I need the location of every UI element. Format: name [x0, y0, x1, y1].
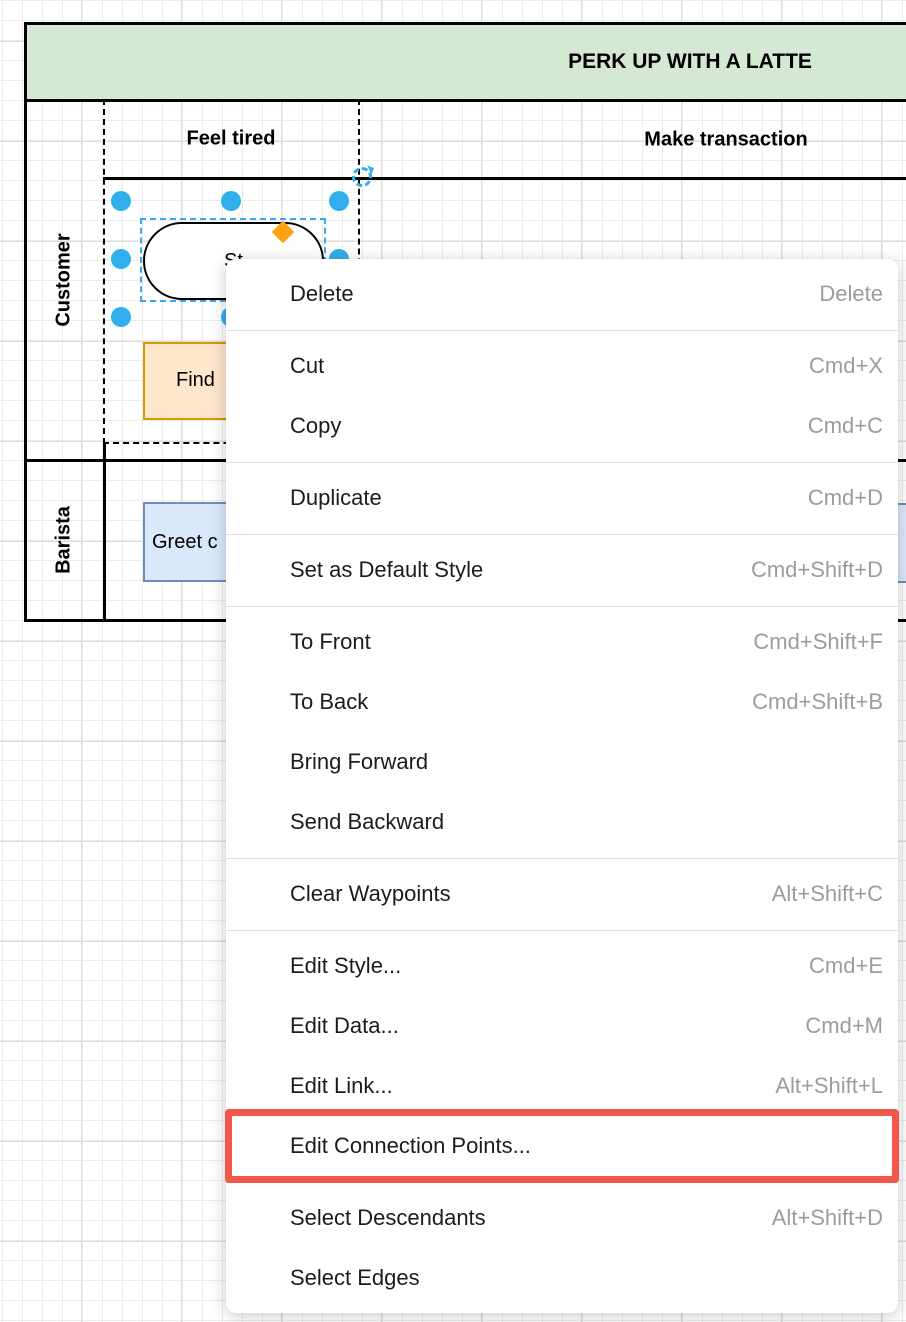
rotate-handle-icon[interactable] [352, 167, 372, 187]
resize-handle-dot[interactable] [111, 307, 131, 327]
menu-item-shortcut: Alt+Shift+D [771, 1205, 883, 1230]
menu-separator [226, 924, 898, 936]
menu-item-label: Select Descendants [290, 1205, 486, 1230]
greet-shape-label: Greet c [152, 531, 218, 553]
menu-item-shortcut: Cmd+X [809, 353, 883, 378]
menu-item-to-back[interactable]: To Back Cmd+Shift+B [226, 672, 898, 732]
menu-item-cut[interactable]: Cut Cmd+X [226, 336, 898, 396]
pool-left-border [24, 22, 27, 622]
menu-item-label: Send Backward [290, 809, 445, 834]
menu-separator-line [226, 929, 898, 931]
menu-item-select-descendants[interactable]: Select Descendants Alt+Shift+D [226, 1188, 898, 1248]
resize-handle-dot[interactable] [221, 191, 241, 211]
menu-separator [226, 600, 898, 612]
lane-header-divider [103, 444, 106, 622]
resize-handle-dot[interactable] [111, 249, 131, 269]
menu-item-shortcut: Cmd+Shift+F [753, 629, 883, 654]
menu-separator [226, 852, 898, 864]
menu-item-set-as-default-style[interactable]: Set as Default Style Cmd+Shift+D [226, 540, 898, 600]
menu-item-bring-forward[interactable]: Bring Forward [226, 732, 898, 792]
menu-item-edit-link[interactable]: Edit Link... Alt+Shift+L [226, 1056, 898, 1116]
resize-handle-dot[interactable] [329, 191, 349, 211]
menu-separator [226, 324, 898, 336]
menu-separator [226, 456, 898, 468]
menu-item-delete[interactable]: Delete Delete [226, 264, 898, 324]
menu-item-label: Select Edges [290, 1265, 420, 1290]
menu-item-shortcut: Cmd+M [805, 1013, 883, 1038]
menu-item-shortcut: Cmd+C [807, 413, 883, 438]
menu-item-label: Bring Forward [290, 749, 429, 774]
pool-title: PERK UP WITH A LATTE [568, 50, 812, 73]
menu-separator-line [226, 329, 898, 331]
find-shape-label: Find [176, 369, 215, 391]
menu-item-copy[interactable]: Copy Cmd+C [226, 396, 898, 456]
pool-title-bar[interactable] [24, 22, 906, 102]
menu-item-clear-waypoints[interactable]: Clear Waypoints Alt+Shift+C [226, 864, 898, 924]
menu-item-label: Edit Style... [290, 953, 402, 978]
phase-header-divider [103, 177, 906, 180]
phase-label-feel-tired[interactable]: Feel tired [186, 127, 276, 150]
resize-handle-dot[interactable] [111, 191, 131, 211]
lane-label-customer[interactable]: Customer [52, 233, 75, 327]
menu-item-to-front[interactable]: To Front Cmd+Shift+F [226, 612, 898, 672]
menu-item-label: Duplicate [290, 485, 382, 510]
menu-item-label: Edit Data... [290, 1013, 399, 1038]
menu-item-shortcut: Alt+Shift+C [771, 881, 883, 906]
menu-item-label: Clear Waypoints [290, 881, 451, 906]
menu-item-label: To Front [290, 629, 371, 654]
menu-item-send-backward[interactable]: Send Backward [226, 792, 898, 852]
menu-item-shortcut: Cmd+Shift+D [750, 557, 883, 582]
menu-item-shortcut: Cmd+E [809, 953, 883, 978]
menu-item-edit-data[interactable]: Edit Data... Cmd+M [226, 996, 898, 1056]
menu-separator-line [226, 857, 898, 859]
menu-item-edit-connection-points[interactable]: Edit Connection Points... [226, 1116, 898, 1176]
menu-item-label: Edit Link... [290, 1073, 393, 1098]
menu-separator-line [226, 605, 898, 607]
menu-separator-line [226, 461, 898, 463]
menu-item-shortcut: Cmd+Shift+B [752, 689, 883, 714]
menu-item-label: Set as Default Style [290, 557, 484, 582]
menu-item-label: To Back [290, 689, 369, 714]
menu-separator [226, 1176, 898, 1188]
menu-item-shortcut: Delete [819, 281, 883, 306]
menu-item-label: Copy [290, 413, 342, 438]
menu-item-label: Cut [290, 353, 325, 378]
menu-separator-line [226, 533, 898, 535]
phase-label-make-transaction[interactable]: Make transaction [644, 128, 808, 151]
lane-label-barista[interactable]: Barista [52, 506, 75, 574]
menu-separator [226, 528, 898, 540]
menu-separator-line [226, 1181, 898, 1183]
menu-item-label: Delete [290, 281, 354, 306]
menu-item-shortcut: Alt+Shift+L [775, 1073, 883, 1098]
menu-item-edit-style[interactable]: Edit Style... Cmd+E [226, 936, 898, 996]
menu-item-duplicate[interactable]: Duplicate Cmd+D [226, 468, 898, 528]
menu-item-label: Edit Connection Points... [290, 1133, 531, 1158]
menu-item-select-edges[interactable]: Select Edges [226, 1248, 898, 1308]
menu-item-shortcut: Cmd+D [807, 485, 883, 510]
